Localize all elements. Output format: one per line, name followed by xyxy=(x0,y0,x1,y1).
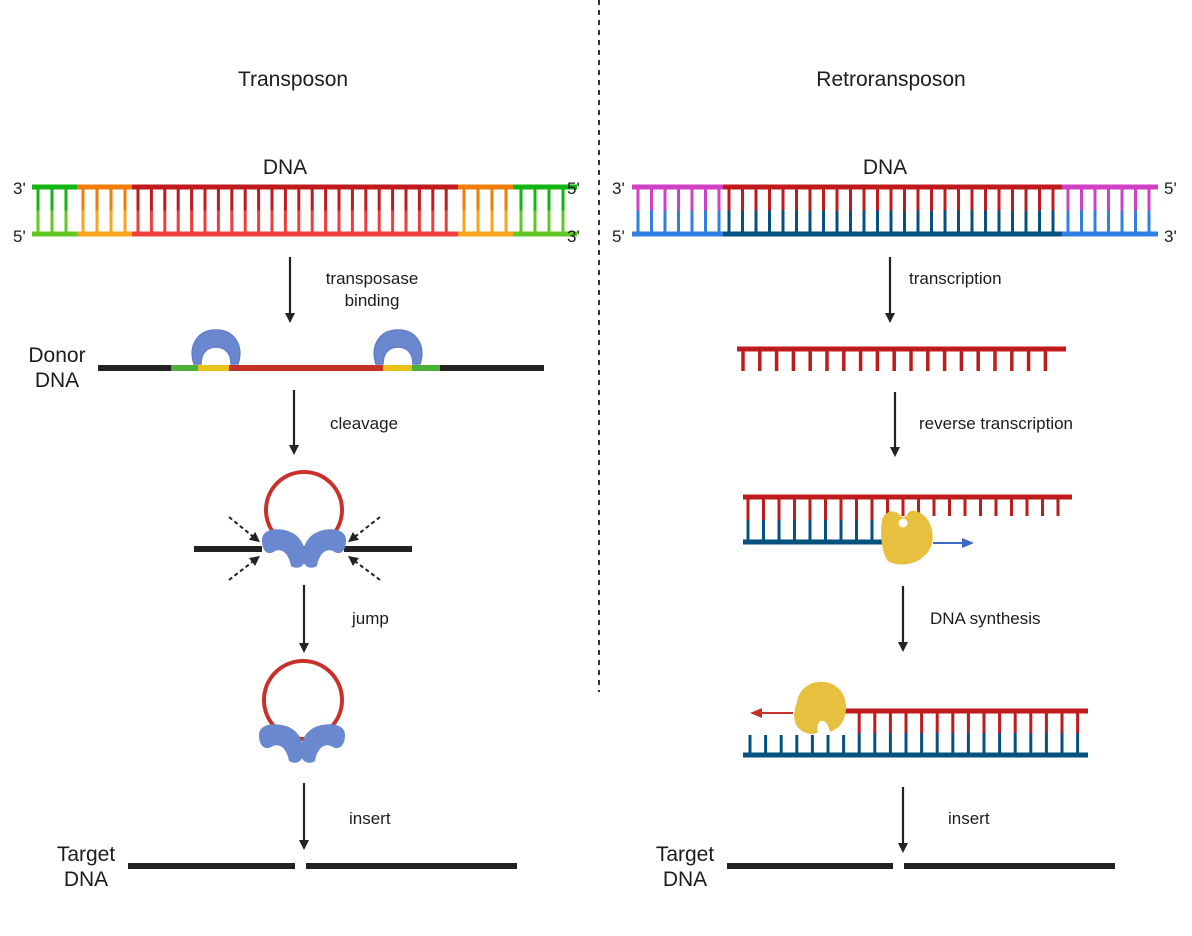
step-label-jump: jump xyxy=(352,609,389,628)
polymerase-enzyme xyxy=(794,681,846,734)
rna-transcript xyxy=(737,346,1066,371)
cut-arrow-bottom-left xyxy=(228,555,260,581)
step-label-insert-right: insert xyxy=(948,809,990,828)
excised-transposase-right xyxy=(300,724,345,763)
step-label-reverse-transcription: reverse transcription xyxy=(919,414,1074,433)
cut-arrow-top-left xyxy=(228,516,260,543)
transposase-protein-right xyxy=(373,329,423,365)
retrotransposon-dna-ladder xyxy=(632,184,1158,237)
transposase-dimer-left xyxy=(262,529,306,568)
right-top-left-end-label: 3' xyxy=(612,179,625,198)
right-target-dna-label: Target DNA xyxy=(645,842,725,892)
step-label-transcription: transcription xyxy=(909,269,1002,288)
donor-label-line1: Donor xyxy=(28,344,86,367)
transposon-dna-ladder xyxy=(32,184,577,237)
right-bottom-right-end-label: 3' xyxy=(1164,227,1177,246)
transposase-dimer-right xyxy=(302,529,346,568)
right-target-label-line2: DNA xyxy=(662,868,708,891)
second-strand-synthesis xyxy=(743,708,1088,758)
right-top-right-end-label: 5' xyxy=(1164,179,1177,198)
enzyme-pocket xyxy=(898,518,908,528)
reverse-transcriptase-enzyme xyxy=(881,510,933,565)
excised-loop xyxy=(262,659,344,741)
cleavage-complex xyxy=(194,470,412,581)
rna-dna-hybrid xyxy=(743,494,1072,545)
left-top-right-end-label: 5' xyxy=(567,179,580,198)
transposon-title: Transposon xyxy=(237,68,349,91)
right-bottom-left-end-label: 5' xyxy=(612,227,625,246)
retrotransposon-title: Retroransposon xyxy=(816,68,966,91)
right-dna-label: DNA xyxy=(862,156,908,179)
step-label-cleavage: cleavage xyxy=(330,414,399,433)
left-target-dna-label: Target DNA xyxy=(46,842,126,892)
left-target-label-line2: DNA xyxy=(63,868,109,891)
right-target-label-line1: Target xyxy=(655,843,715,866)
step-label-binding: binding xyxy=(344,291,400,310)
step-label-transposase: transposase xyxy=(325,269,419,288)
excised-transposase-left xyxy=(259,724,304,763)
left-top-left-end-label: 3' xyxy=(13,179,26,198)
step-label-dna-synthesis: DNA synthesis xyxy=(930,609,1041,628)
step-label-insert: insert xyxy=(349,809,391,828)
donor-label-line2: DNA xyxy=(34,369,80,392)
left-dna-label: DNA xyxy=(262,156,308,179)
cut-arrow-top-right xyxy=(348,516,381,543)
left-target-label-line1: Target xyxy=(56,843,116,866)
excised-transposon xyxy=(259,659,345,763)
left-bottom-left-end-label: 5' xyxy=(13,227,26,246)
cut-arrow-bottom-right xyxy=(348,556,381,581)
left-bottom-right-end-label: 3' xyxy=(567,227,580,246)
donor-dna-label: Donor DNA xyxy=(24,343,90,393)
transposase-protein-left xyxy=(191,329,241,365)
